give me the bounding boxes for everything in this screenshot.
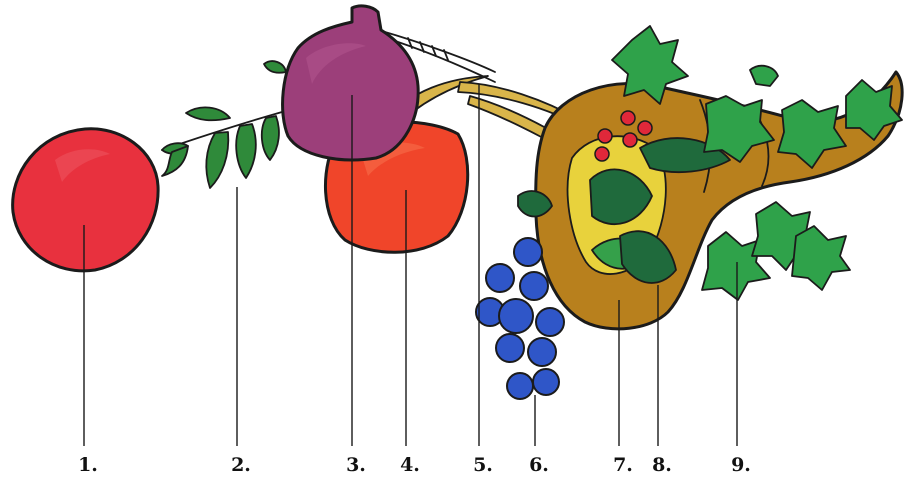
fruit-2-leafy-branch <box>162 61 286 188</box>
fruit-3-purple-pomegranate <box>283 6 419 160</box>
number-labels: 1. 2. 3. 4. 5. 6. 7. 8. 9. <box>78 454 751 476</box>
fruit-4-orange-fruit-label: 4. <box>400 454 420 476</box>
fruit-2-leafy-branch-label: 2. <box>231 454 251 476</box>
fruit-5-wheat-stalks-label: 5. <box>473 454 493 476</box>
fruit-8-dark-leaves-label: 8. <box>652 454 672 476</box>
fruit-9-ivy-leaves-label: 9. <box>731 454 751 476</box>
fruit-3-purple-pomegranate-label: 3. <box>346 454 366 476</box>
fruit-7-cornucopia-horn-label: 7. <box>613 454 633 476</box>
fruit-1-red-fruit-label: 1. <box>78 454 98 476</box>
fruit-6-grape-cluster-label: 6. <box>529 454 549 476</box>
fruit-1-red-fruit <box>13 129 158 271</box>
